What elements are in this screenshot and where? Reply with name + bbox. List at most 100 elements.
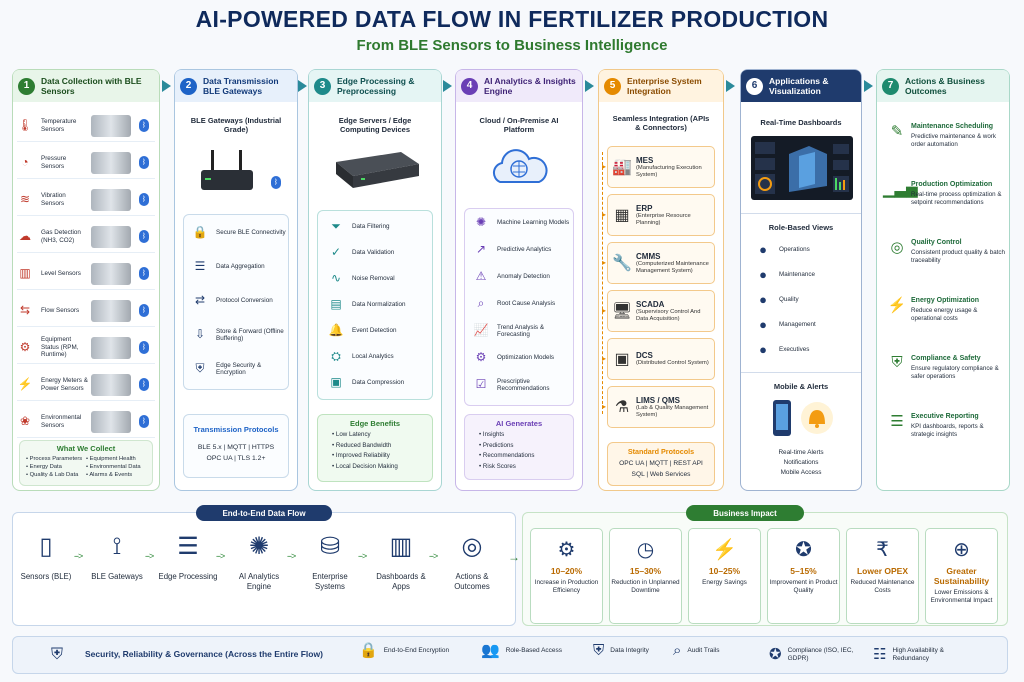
- equipment-illustration: [91, 374, 131, 396]
- integration-subtitle: Seamless Integration (APIs & Connectors): [612, 114, 710, 132]
- column-header: 1 Data Collection with BLE Sensors: [13, 70, 159, 102]
- gear-icon: ⚙: [19, 339, 31, 354]
- phone-sensor-icon: ▯: [39, 533, 53, 560]
- target-icon: ◎: [461, 533, 483, 560]
- flow-title: End-to-End Data Flow: [196, 505, 332, 521]
- system-text: ERP(Enterprise Resource Planning): [636, 204, 714, 227]
- store-icon: ⇩: [194, 327, 206, 342]
- mobile-title: Mobile & Alerts: [773, 382, 829, 391]
- checklist-icon: ☑: [475, 377, 487, 392]
- governance-label: Data Integrity: [610, 647, 649, 654]
- collect-item: • Alarms & Events: [86, 472, 133, 478]
- edge-feature: ✓Data Validation: [328, 245, 428, 261]
- gauge-icon: ◔: [21, 154, 29, 169]
- feature-label: Prescriptive Recommendations: [497, 377, 550, 393]
- equipment-illustration: [91, 263, 131, 285]
- flow-arrow: [864, 80, 873, 92]
- collect-title: What We Collect: [56, 444, 116, 453]
- role-view-item[interactable]: ●Quality: [755, 292, 855, 308]
- impact-value: 10–25%: [708, 566, 741, 576]
- std-protocols-title: Standard Protocols: [627, 447, 695, 456]
- outcome-title: Energy Optimization: [911, 297, 980, 304]
- system-text: SCADA(Supervisory Control And Data Acqui…: [636, 300, 714, 323]
- bluetooth-icon: ᛒ: [139, 230, 149, 243]
- flow-arrow: [443, 80, 452, 92]
- collect-item: • Process Parameters: [26, 456, 83, 462]
- role-label: Quality: [779, 296, 799, 304]
- collect-item: • Equipment Health: [86, 456, 136, 462]
- impact-desc: Lower Emissions & Environmental Impact: [930, 589, 993, 604]
- impact-value: Greater Sustainability: [933, 566, 990, 586]
- sensor-label: Pressure Sensors: [41, 155, 67, 170]
- benefit-item: • Low Latency: [332, 431, 371, 438]
- flow-step-label: Enterprise Systems: [312, 572, 348, 591]
- column-title: Edge Processing & Preprocessing: [337, 76, 415, 96]
- connector-arrow: ▸: [602, 354, 607, 363]
- step-number: 2: [180, 77, 197, 95]
- flow-dash-arrow: -->: [74, 551, 83, 561]
- energy-icon: ⚡: [17, 376, 33, 391]
- generates-item: • Risk Scores: [479, 462, 516, 470]
- flow-arrow: [298, 80, 307, 92]
- system-card: ▣DCS(Distributed Control System)▸: [602, 338, 715, 380]
- divider: [741, 372, 861, 373]
- bluetooth-icon: ᛒ: [139, 267, 149, 280]
- flow-step: ⟟BLE Gateways: [87, 530, 147, 582]
- flow-step-label: BLE Gateways: [91, 572, 143, 581]
- search-icon: ⌕: [477, 296, 485, 311]
- role-view-item[interactable]: ●Management: [755, 317, 855, 333]
- level-icon: ▥: [19, 265, 31, 280]
- column-actions-outcomes: 7 Actions & Business Outcomes ✎Maintenan…: [876, 69, 1010, 491]
- system-card: 🖥SCADA(Supervisory Control And Data Acqu…: [602, 290, 715, 332]
- benefit-item: • Local Decision Making: [332, 462, 398, 470]
- governance-item: 👥Role-Based Access: [481, 643, 562, 657]
- lock-icon: 🔒: [192, 225, 208, 240]
- sensor-item: ☁Gas Detection (NH3, CO2)ᛒ: [17, 221, 155, 253]
- flow-arrow: [162, 80, 171, 92]
- system-text: DCS(Distributed Control System): [636, 351, 714, 367]
- leaf-icon: ❀: [19, 413, 31, 428]
- ai-feature: ✺Machine Learning Models: [473, 215, 571, 231]
- system-card: 🏭MES(Manufacturing Execution System)▸: [602, 146, 715, 188]
- feature-label: Trend Analysis & Forecasting: [497, 323, 545, 339]
- flow-step-label: Edge Processing: [158, 572, 218, 581]
- feature-label: Data Normalization: [352, 301, 406, 309]
- connector-line: [602, 152, 603, 414]
- mobile-item: Mobile Access: [780, 469, 822, 476]
- governance-bar: ⛨ Security, Reliability & Governance (Ac…: [12, 636, 1008, 674]
- system-desc: (Distributed Control System): [636, 360, 709, 366]
- database-icon: ⛁: [319, 533, 341, 560]
- flow-dash-arrow: -->: [216, 551, 225, 561]
- sensor-label: Energy Meters & Power Sensors: [41, 377, 88, 392]
- flow-dash-arrow: -->: [287, 551, 296, 561]
- outcome-title: Production Optimization: [911, 181, 993, 188]
- energy-icon: ⚡: [887, 297, 907, 314]
- column-header: 3 Edge Processing & Preprocessing: [309, 70, 441, 102]
- page-title: AI-POWERED DATA FLOW IN FERTILIZER PRODU…: [195, 6, 829, 32]
- impact-value: 5–15%: [790, 566, 817, 576]
- feature-label: Secure BLE Connectivity: [216, 229, 286, 237]
- feature-label: Predictive Analytics: [497, 246, 552, 254]
- factory-icon: 🏭: [612, 159, 632, 176]
- warning-icon: ⚠: [475, 269, 487, 284]
- role-view-item[interactable]: ●Executives: [755, 342, 855, 358]
- role-view-item[interactable]: ●Operations: [755, 242, 855, 258]
- flow-dash-arrow: -->: [145, 551, 154, 561]
- equipment-illustration: [91, 411, 131, 433]
- role-view-item[interactable]: ●Maintenance: [755, 267, 855, 283]
- system-name: DCS: [636, 351, 653, 360]
- column-ai-analytics: 4 AI Analytics & Insights Engine Cloud /…: [455, 69, 583, 491]
- normalize-icon: ▤: [330, 297, 342, 312]
- governance-label: Audit Trails: [687, 647, 720, 654]
- what-we-collect-panel: What We Collect • Process Parameters• Eq…: [19, 440, 153, 486]
- downtime-clock-icon: ◷: [636, 539, 655, 561]
- column-enterprise-integration: 5 Enterprise System Integration Seamless…: [598, 69, 724, 491]
- equipment-illustration: [91, 152, 131, 174]
- vibration-icon: ≋: [19, 191, 31, 206]
